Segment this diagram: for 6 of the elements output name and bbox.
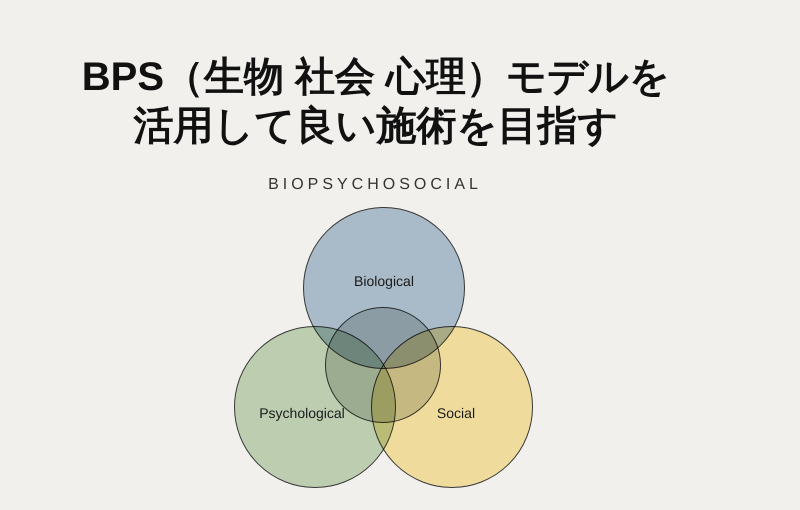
circle-label: Social <box>436 405 476 421</box>
diagram-heading: BIOPSYCHOSOCIAL <box>267 176 483 194</box>
venn-circle <box>371 326 533 488</box>
circle-label: Psychological <box>259 405 345 421</box>
title: BPS（生物 社会 心理）モデルを活用して良い施術を目指す <box>80 54 672 150</box>
circle-label: Biological <box>354 273 414 289</box>
